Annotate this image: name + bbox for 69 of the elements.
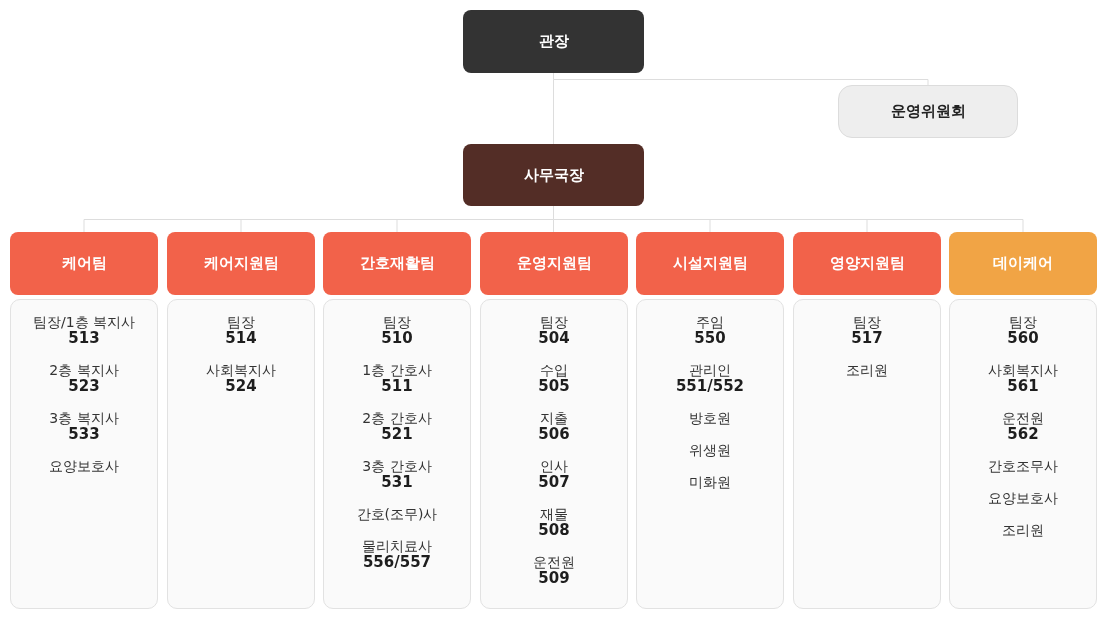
box-title: 운영지원팀 [516, 254, 592, 273]
connector-line [553, 205, 554, 220]
staff-entry: 운전원 509 [532, 554, 576, 586]
staff-entry: 요양보호사 [48, 458, 120, 474]
staff-panel [480, 299, 628, 609]
box-title: 케어팀 [61, 254, 107, 273]
connector-line [396, 219, 554, 220]
staff-entry: 팀장 504 [537, 314, 571, 346]
staff-entry: 2층 간호사 521 [361, 410, 433, 442]
staff-entry: 방호원 [688, 410, 732, 426]
team-header [323, 232, 471, 295]
staff-entry: 팀장 510 [380, 314, 414, 346]
connector-line [240, 219, 398, 220]
staff-entry: 사회복지사 561 [987, 362, 1059, 394]
staff-entry: 팀장 517 [850, 314, 884, 346]
connector-line [553, 219, 554, 233]
team-header [480, 232, 628, 295]
team-header [636, 232, 784, 295]
staff-entry: 수입 505 [537, 362, 571, 394]
staff-entry: 요양보호사 [987, 490, 1059, 506]
staff-entry: 3층 복지사 533 [48, 410, 120, 442]
connector-line [553, 79, 554, 145]
staff-entry: 2층 복지사 523 [48, 362, 120, 394]
box-title: 시설지원팀 [672, 254, 748, 273]
staff-entry: 미화원 [688, 474, 732, 490]
connector-line [709, 219, 868, 220]
staff-entry: 주임 550 [693, 314, 727, 346]
box-title: 사무국장 [523, 165, 584, 185]
staff-panel [636, 299, 784, 609]
staff-entry: 지출 506 [537, 410, 571, 442]
staff-entry: 관리인 551/552 [674, 362, 746, 394]
box-title: 영양지원팀 [829, 254, 905, 273]
team-header [167, 232, 315, 295]
connector-line [866, 219, 1024, 220]
committee-box [838, 85, 1018, 138]
staff-entry: 조리원 [1001, 522, 1045, 538]
box-title: 간호재활팀 [359, 254, 435, 273]
staff-entry: 물리치료사 556/557 [361, 538, 433, 570]
staff-entry: 간호(조무)사 [355, 506, 439, 522]
staff-panel [10, 299, 158, 609]
staff-panel [793, 299, 941, 609]
staff-entry: 1층 간호사 511 [361, 362, 433, 394]
team-header [949, 232, 1097, 295]
staff-entry: 위생원 [688, 442, 732, 458]
staff-entry: 사회복지사 524 [205, 362, 277, 394]
staff-panel [949, 299, 1097, 609]
box-title: 케어지원팀 [203, 254, 279, 273]
staff-entry: 재물 508 [537, 506, 571, 538]
connector-line [83, 219, 242, 220]
team-header [10, 232, 158, 295]
org-box [463, 144, 644, 206]
box-title: 데이케어 [993, 254, 1053, 273]
staff-panel [323, 299, 471, 609]
staff-entry: 팀장 514 [224, 314, 258, 346]
connector-line [553, 79, 929, 80]
staff-entry: 운전원 562 [1001, 410, 1045, 442]
staff-panel [167, 299, 315, 609]
staff-entry: 3층 간호사 531 [361, 458, 433, 490]
team-header [793, 232, 941, 295]
box-title: 관장 [538, 32, 569, 51]
staff-entry: 인사 507 [537, 458, 571, 490]
box-title: 운영위원회 [890, 102, 966, 121]
connector-line [553, 219, 711, 220]
staff-entry: 팀장/1층 복지사 513 [31, 314, 137, 346]
org-box [463, 10, 644, 73]
staff-entry: 간호조무사 [987, 458, 1059, 474]
staff-entry: 팀장 560 [1006, 314, 1040, 346]
staff-entry: 조리원 [845, 362, 889, 378]
connector-line [553, 72, 554, 80]
